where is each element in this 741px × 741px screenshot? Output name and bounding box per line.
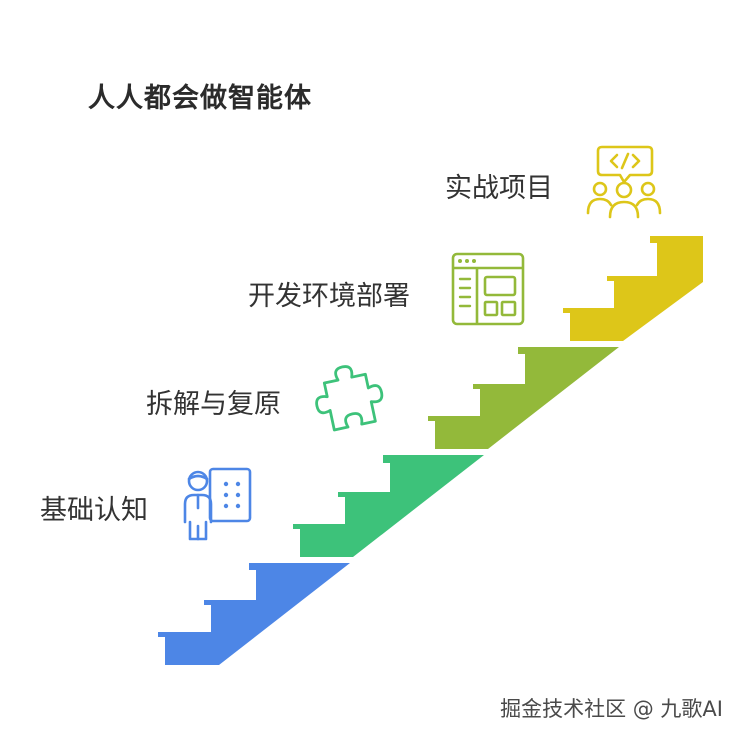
step-label-projects: 实战项目 [445, 173, 553, 204]
stair-segment-1 [158, 563, 350, 665]
step-label-environment: 开发环境部署 [248, 281, 410, 312]
diagram-title: 人人都会做智能体 [88, 83, 312, 114]
stair-segment-3 [428, 347, 619, 449]
app-window-icon [451, 252, 525, 326]
step-label-basics: 基础认知 [40, 495, 148, 526]
instructor-icon [183, 467, 252, 541]
watermark: 掘金技术社区 @ 九歌AI [500, 697, 723, 721]
team-code-icon [586, 145, 662, 219]
stair-segment-4 [563, 236, 703, 341]
step-label-deconstruct: 拆解与复原 [146, 389, 281, 420]
puzzle-icon [315, 365, 384, 432]
stair-segment-2 [293, 455, 484, 557]
